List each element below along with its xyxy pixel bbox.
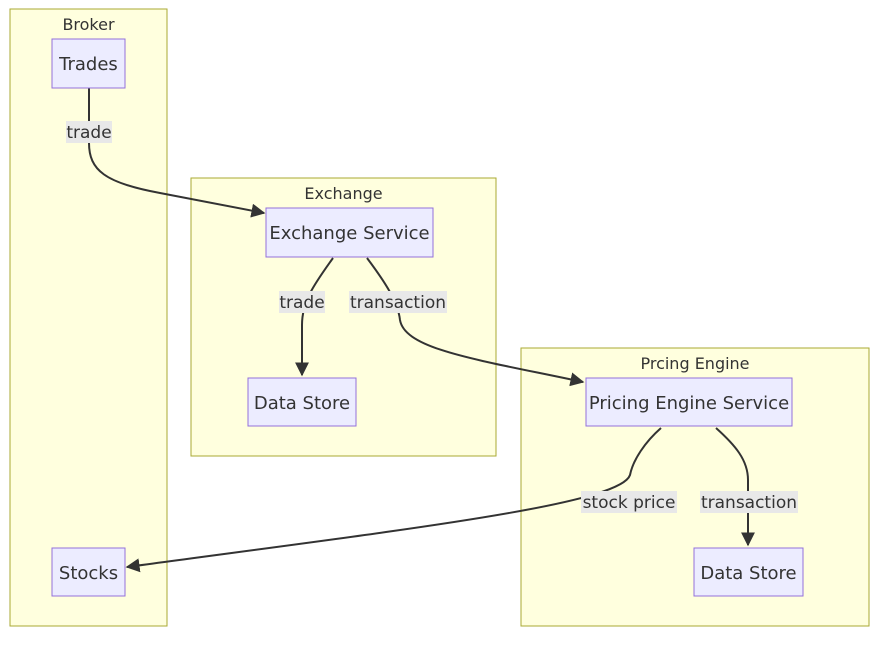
node-exchange-data-store[interactable]: Data Store	[247, 377, 357, 427]
node-pricing-data-store[interactable]: Data Store	[693, 547, 804, 597]
svg-text:Data Store: Data Store	[700, 563, 796, 584]
edge-label-trade-1: trade	[66, 121, 112, 143]
edge-label-transaction-1: transaction	[349, 291, 447, 313]
edge-exchange-service-to-pricing-engine	[366, 257, 585, 387]
node-pricing-engine-service[interactable]: Pricing Engine Service	[585, 377, 793, 427]
node-exchange-service[interactable]: Exchange Service	[265, 207, 434, 258]
edge-label-transaction-2: transaction	[700, 491, 798, 513]
svg-text:Pricing Engine Service: Pricing Engine Service	[589, 393, 789, 414]
edge-label-trade-2: trade	[279, 291, 325, 313]
cluster-exchange-title: Exchange	[304, 184, 382, 203]
node-stocks[interactable]: Stocks	[51, 547, 126, 597]
edge-pricing-engine-to-stocks	[125, 427, 662, 573]
cluster-broker-title: Broker	[62, 15, 115, 34]
edge-pricing-engine-to-data-store	[715, 427, 755, 547]
svg-text:transaction: transaction	[350, 293, 446, 313]
cluster-pricing-engine-title: Prcing Engine	[640, 354, 749, 373]
svg-text:transaction: transaction	[701, 493, 797, 513]
svg-text:trade: trade	[279, 293, 324, 313]
node-trades[interactable]: Trades	[51, 38, 126, 89]
edge-trades-to-exchange-service	[88, 88, 266, 218]
svg-text:Exchange Service: Exchange Service	[269, 223, 429, 244]
svg-text:stock price: stock price	[583, 493, 676, 513]
svg-text:trade: trade	[66, 123, 111, 143]
svg-text:Stocks: Stocks	[59, 563, 118, 584]
svg-text:Data Store: Data Store	[254, 393, 350, 414]
svg-text:Trades: Trades	[58, 54, 118, 75]
edge-label-stock-price: stock price	[581, 491, 677, 513]
